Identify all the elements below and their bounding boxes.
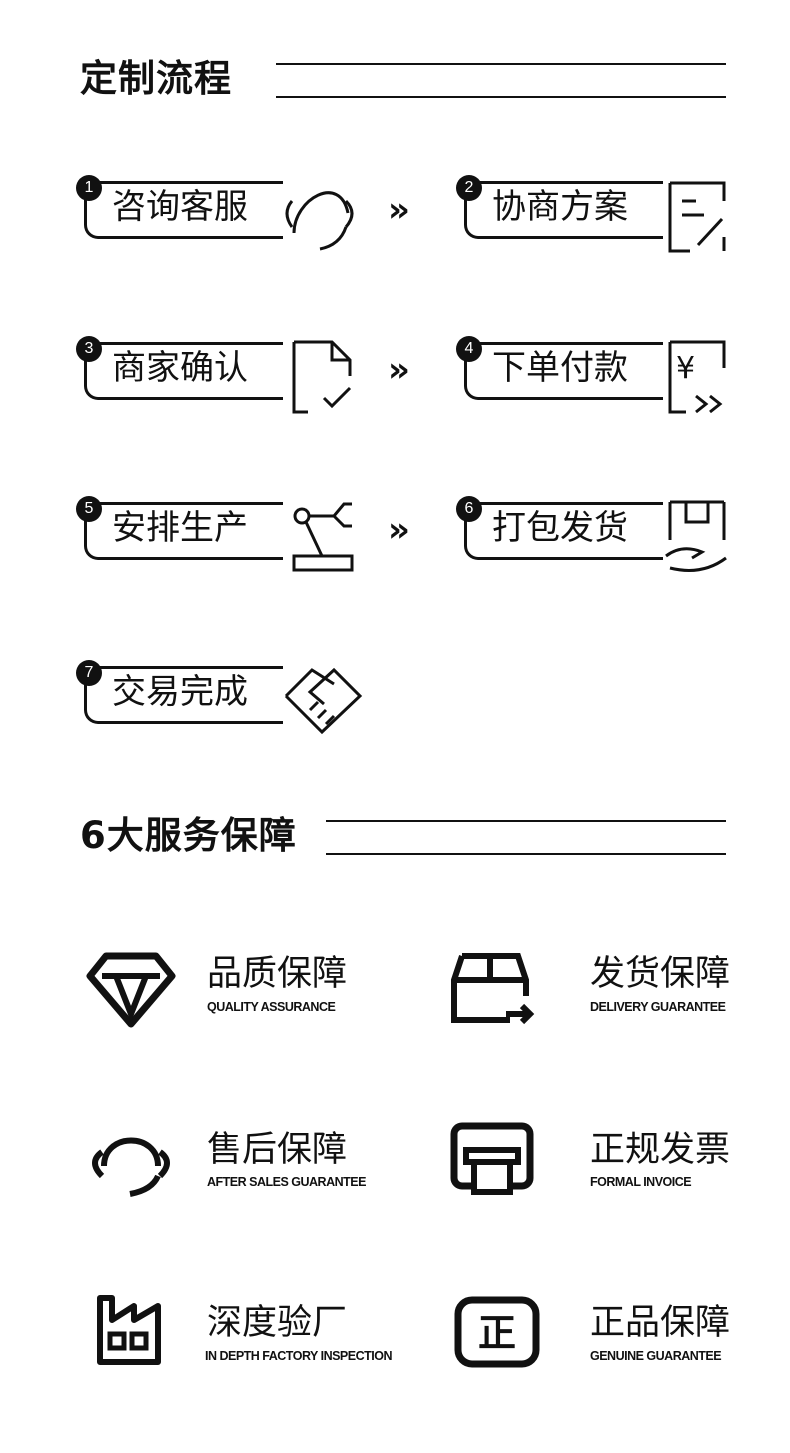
process-arrow: » — [388, 190, 410, 230]
headset-icon — [285, 191, 354, 251]
service-subtitle: IN DEPTH FACTORY INSPECTION — [205, 1349, 393, 1363]
step-bracket — [84, 502, 283, 560]
service-name: 售后保障 — [207, 1130, 348, 1170]
headset-icon — [92, 1137, 170, 1197]
yen-symbol: ¥ — [676, 351, 695, 386]
service-subtitle: FORMAL INVOICE — [590, 1175, 692, 1189]
step-label: 打包发货 — [492, 508, 628, 548]
step-number: 2 — [456, 175, 482, 201]
step-label: 交易完成 — [112, 672, 248, 712]
step-bracket — [464, 502, 663, 560]
factory-icon — [97, 1295, 161, 1365]
document-pen-icon — [668, 181, 726, 253]
handshake-icon — [284, 667, 363, 735]
step-bracket — [84, 666, 283, 724]
process-step-7: 7 交易完成 — [76, 660, 376, 750]
process-step-4: 4 下单付款 ¥ — [456, 336, 756, 426]
payment-icon: ¥ — [668, 340, 726, 414]
step-number: 5 — [76, 496, 102, 522]
step-bracket — [464, 342, 663, 400]
step-bracket — [84, 342, 283, 400]
step-label: 下单付款 — [492, 348, 628, 388]
process-arrow: » — [388, 510, 410, 550]
step-number: 4 — [456, 336, 482, 362]
step-label: 商家确认 — [112, 348, 248, 388]
delivery-box-icon — [451, 953, 535, 1025]
services-rule-bottom — [326, 853, 726, 855]
service-name: 发货保障 — [590, 954, 731, 994]
service-name: 正品保障 — [590, 1303, 731, 1343]
process-step-2: 2 协商方案 — [456, 175, 756, 265]
service-subtitle: GENUINE GUARANTEE — [590, 1349, 722, 1363]
service-subtitle: DELIVERY GUARANTEE — [590, 1000, 726, 1014]
step-number: 6 — [456, 496, 482, 522]
step-bracket — [464, 181, 663, 239]
services-rule-top — [326, 820, 726, 822]
process-arrow: » — [388, 350, 410, 390]
service-subtitle: QUALITY ASSURANCE — [207, 1000, 336, 1014]
services-title: 6大服务保障 — [80, 814, 297, 857]
step-number: 3 — [76, 336, 102, 362]
process-step-3: 3 商家确认 — [76, 336, 376, 426]
service-name: 深度验厂 — [207, 1303, 348, 1343]
genuine-badge-icon: 正 — [454, 1296, 540, 1368]
step-label: 安排生产 — [112, 508, 248, 548]
step-number: 1 — [76, 175, 102, 201]
step-bracket — [84, 181, 283, 239]
step-label: 协商方案 — [492, 187, 628, 227]
process-step-5: 5 安排生产 — [76, 496, 376, 586]
service-name: 正规发票 — [590, 1130, 731, 1170]
process-step-1: 1 咨询客服 — [76, 175, 376, 265]
document-check-icon — [292, 340, 352, 414]
title-rule-bottom — [276, 96, 726, 98]
step-label: 咨询客服 — [112, 187, 248, 227]
package-hand-icon — [665, 500, 727, 572]
invoice-printer-icon — [450, 1122, 534, 1195]
robot-arm-icon — [292, 502, 354, 572]
genuine-char: 正 — [478, 1311, 516, 1355]
process-title: 定制流程 — [80, 57, 232, 100]
step-number: 7 — [76, 660, 102, 686]
service-subtitle: AFTER SALES GUARANTEE — [207, 1175, 366, 1189]
title-rule-top — [276, 63, 726, 65]
process-step-6: 6 打包发货 — [456, 496, 756, 586]
diamond-icon — [86, 952, 176, 1028]
service-name: 品质保障 — [207, 954, 348, 994]
